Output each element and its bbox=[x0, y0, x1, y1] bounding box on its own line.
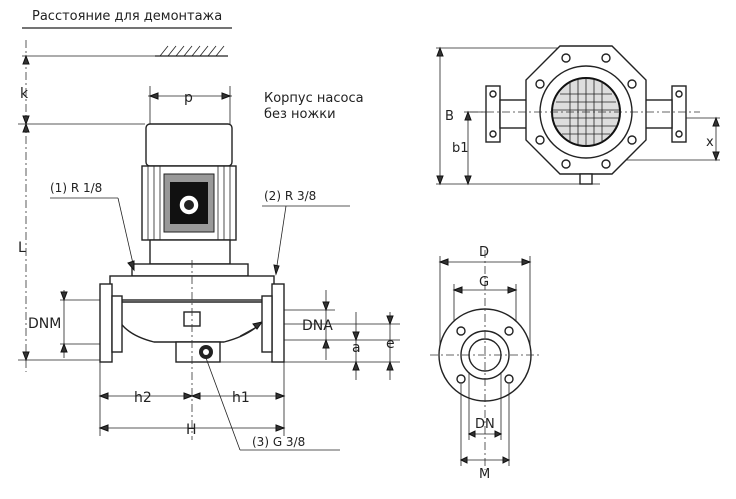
port1-arrow bbox=[127, 260, 135, 272]
lantern bbox=[131, 263, 249, 277]
housing-label-line2: без ножки bbox=[264, 107, 336, 122]
k-arrow-top bbox=[22, 54, 30, 65]
L-arrow-top bbox=[22, 122, 30, 133]
k-arrow-bottom bbox=[22, 115, 30, 126]
a-arrow-top bbox=[352, 331, 360, 342]
right-flange bbox=[271, 283, 285, 363]
p-arrow-right bbox=[221, 92, 232, 100]
dna-arrow-top bbox=[322, 301, 330, 312]
housing-bolt bbox=[561, 53, 571, 63]
G-arrow-left bbox=[452, 286, 463, 294]
h2-arrow-left bbox=[98, 392, 109, 400]
B-arrow-bottom bbox=[436, 175, 444, 186]
flange-bolt bbox=[675, 90, 683, 98]
M-arrow-left bbox=[459, 456, 468, 464]
flange-hole bbox=[504, 326, 514, 336]
housing-bolt bbox=[535, 79, 545, 89]
drain-stub bbox=[579, 173, 593, 185]
DN-arrow-right bbox=[494, 430, 503, 438]
h1-arrow-left bbox=[190, 392, 201, 400]
housing-bolt bbox=[627, 79, 637, 89]
H-label: H bbox=[186, 422, 197, 438]
x-arrow-top bbox=[712, 116, 720, 127]
port2-label: (2) R 3/8 bbox=[264, 189, 316, 203]
flange-bolt bbox=[675, 130, 683, 138]
L-label: L bbox=[18, 240, 26, 256]
drain-plug-core bbox=[203, 349, 209, 355]
housing-bolt bbox=[601, 53, 611, 63]
p-arrow-left bbox=[148, 92, 159, 100]
h2-arrow-right bbox=[183, 392, 194, 400]
DN-label: DN bbox=[475, 417, 495, 432]
flange-bolt bbox=[489, 90, 497, 98]
flange-hole bbox=[456, 326, 466, 336]
flow-arrow-head bbox=[252, 321, 264, 330]
housing-label-line1: Корпус насоса bbox=[264, 91, 364, 106]
dismount-distance-label: Расстояние для демонтажа bbox=[32, 9, 222, 24]
b1-label: b1 bbox=[452, 141, 469, 156]
b1-arrow-bottom bbox=[464, 175, 472, 186]
housing-bolt bbox=[601, 159, 611, 169]
port1-label: (1) R 1/8 bbox=[50, 181, 102, 195]
dna-arrow-bottom bbox=[322, 338, 330, 349]
M-label: M bbox=[479, 467, 490, 482]
h1-label: h1 bbox=[232, 390, 250, 406]
k-label: k bbox=[20, 86, 29, 102]
motor-fins bbox=[147, 166, 231, 240]
H-arrow-left bbox=[98, 424, 109, 432]
e-arrow-bottom bbox=[386, 360, 394, 371]
port3-leader bbox=[205, 357, 241, 451]
H-arrow-right bbox=[275, 424, 286, 432]
motor-flange bbox=[149, 239, 231, 265]
L-arrow-bottom bbox=[22, 351, 30, 362]
D-arrow-left bbox=[438, 258, 449, 266]
right-flange-neck bbox=[261, 295, 273, 353]
dnm-arrow-top bbox=[60, 291, 68, 302]
h2-label: h2 bbox=[134, 390, 152, 406]
flange-hole bbox=[456, 374, 466, 384]
terminal-knob-center bbox=[184, 200, 194, 210]
h1-arrow-right bbox=[275, 392, 286, 400]
dnm-label: DNM bbox=[28, 316, 61, 332]
M-arrow-right bbox=[502, 456, 511, 464]
housing-bolt bbox=[627, 135, 637, 145]
drain-boss bbox=[175, 341, 221, 363]
b1-arrow-top bbox=[464, 110, 472, 121]
left-flange-neck bbox=[111, 295, 123, 353]
B-arrow-top bbox=[436, 46, 444, 57]
port2-leader bbox=[275, 205, 287, 273]
housing-bolt bbox=[535, 135, 545, 145]
a-label: a bbox=[352, 340, 361, 356]
port1-leader bbox=[117, 197, 135, 269]
B-label: B bbox=[445, 109, 454, 124]
p-label: p bbox=[184, 90, 193, 106]
x-label: x bbox=[706, 135, 714, 150]
dnm-arrow-bottom bbox=[60, 342, 68, 353]
D-arrow-right bbox=[521, 258, 532, 266]
ceiling-hatch bbox=[159, 45, 225, 57]
motor-top-cover bbox=[145, 123, 233, 167]
G-label: G bbox=[479, 275, 489, 290]
port2-arrow bbox=[273, 264, 280, 276]
left-flange bbox=[99, 283, 113, 363]
housing-bolt bbox=[561, 159, 571, 169]
front-view: Расстояние для демонтажа Корпус насоса б… bbox=[18, 9, 400, 451]
flange-bolt bbox=[489, 130, 497, 138]
x-arrow-bottom bbox=[712, 151, 720, 162]
G-arrow-right bbox=[507, 286, 518, 294]
a-arrow-bottom bbox=[352, 360, 360, 371]
port3-label: (3) G 3/8 bbox=[252, 435, 305, 449]
flange-hole bbox=[504, 374, 514, 384]
DN-arrow-left bbox=[467, 430, 476, 438]
flow-arrow bbox=[239, 325, 259, 337]
dna-label: DNA bbox=[302, 318, 333, 334]
top-view: B b1 x bbox=[436, 45, 720, 186]
D-label: D bbox=[479, 245, 489, 260]
flange-view: D G DN M bbox=[430, 245, 540, 482]
e-label: e bbox=[386, 336, 395, 352]
e-arrow-top bbox=[386, 315, 394, 326]
